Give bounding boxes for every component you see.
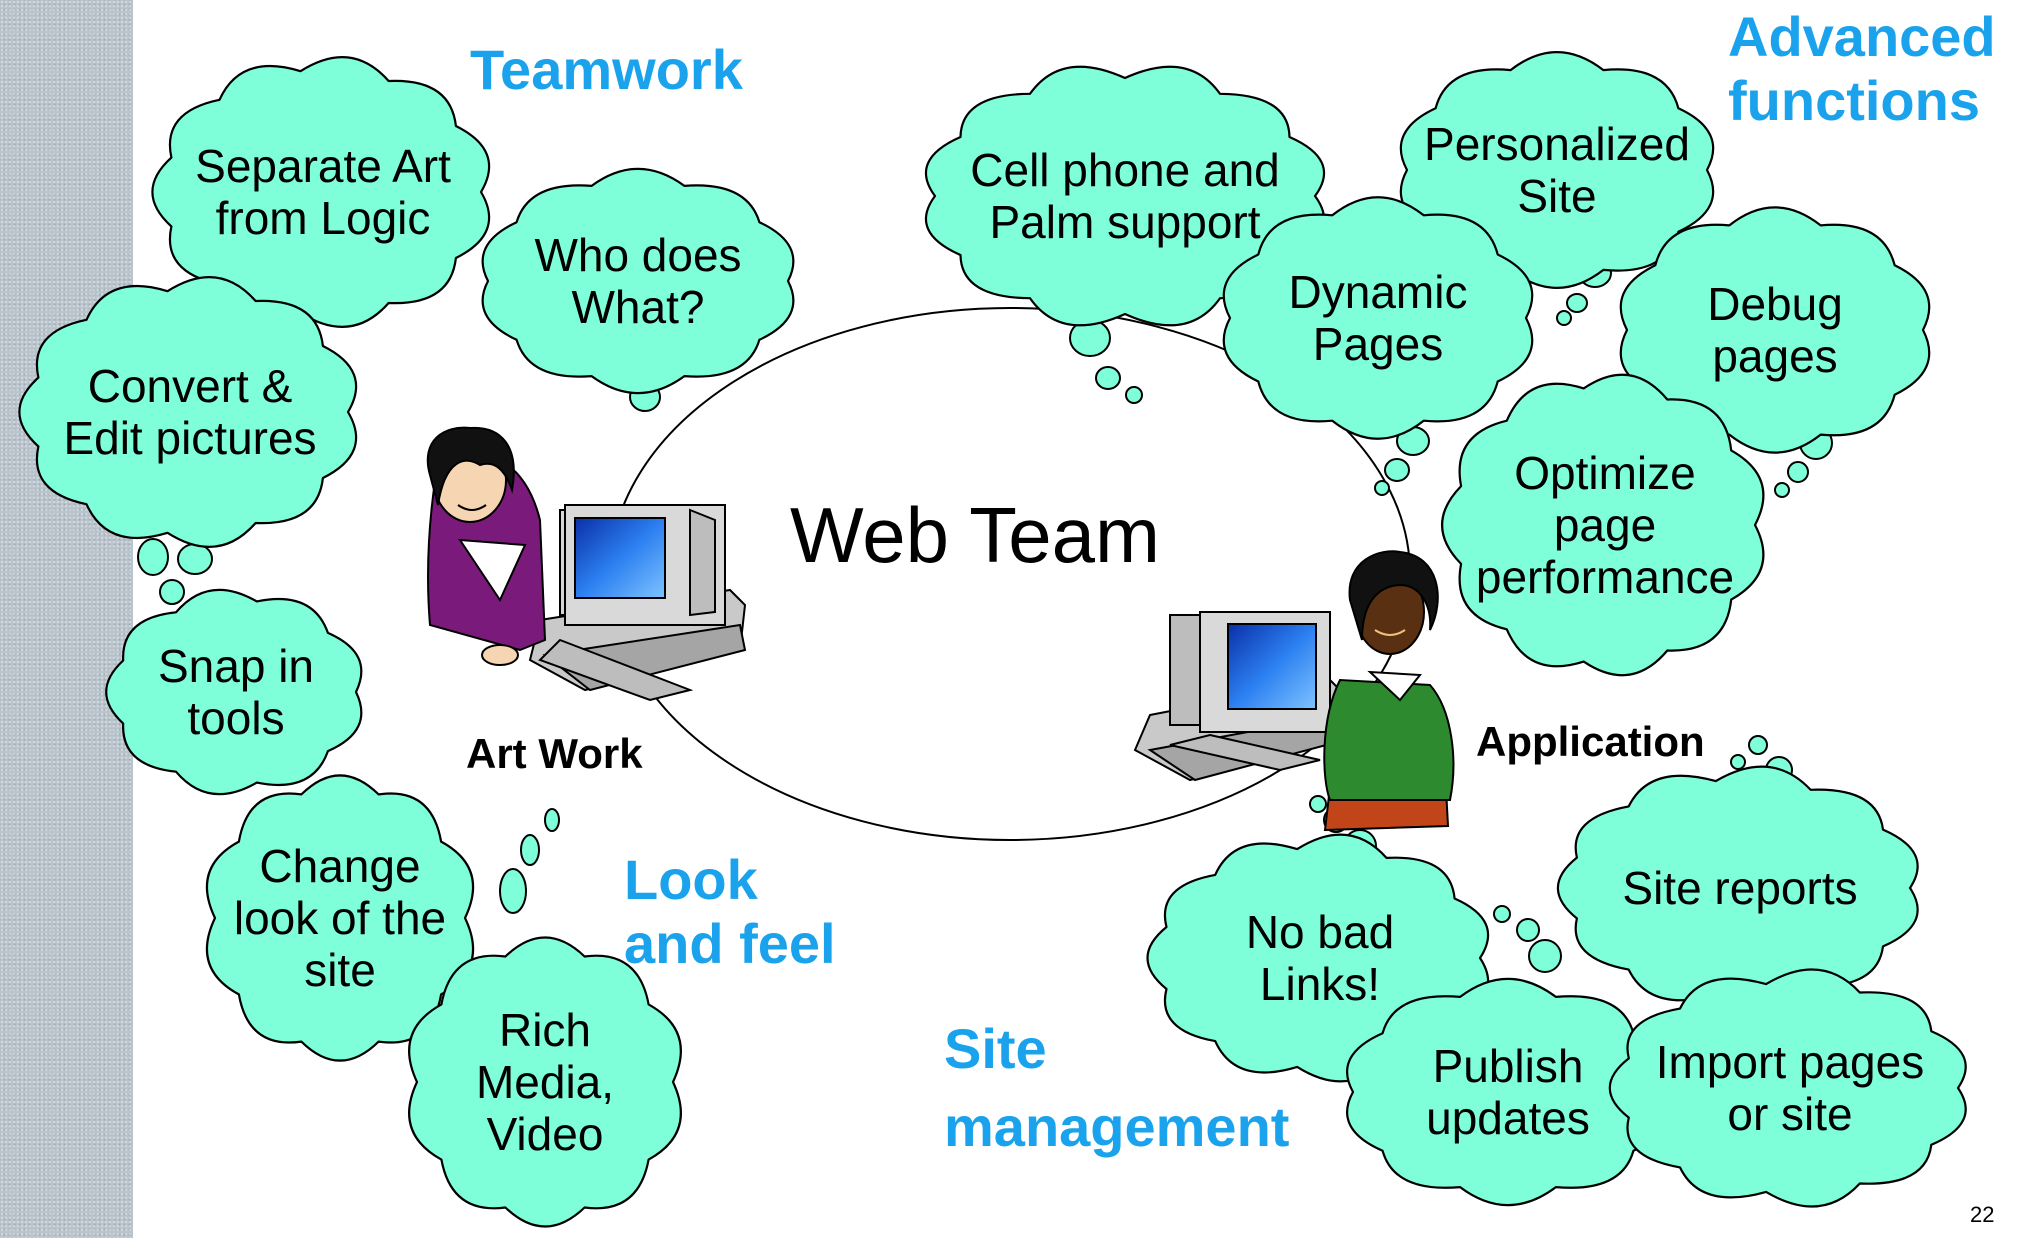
artwork-label: Art Work <box>466 730 643 777</box>
cloud-text-line: Publish <box>1433 1040 1584 1092</box>
thought-bubble <box>1556 310 1572 326</box>
cloud-text-line: Pages <box>1313 318 1443 370</box>
cloud-text-line: No bad <box>1246 906 1394 958</box>
cloud-text-line: Cell phone and <box>970 144 1279 196</box>
cloud-text-line: Dynamic <box>1289 266 1468 318</box>
thought-bubble <box>1528 939 1562 973</box>
page-number: 22 <box>1970 1202 1995 1227</box>
thought-bubble <box>499 868 527 914</box>
cloud-text-line: look of the <box>234 892 446 944</box>
cloud-text-line: Convert & <box>88 360 293 412</box>
cloud-text-line: Import pages <box>1656 1036 1924 1088</box>
right-computer <box>1133 611 1347 782</box>
application-label: Application <box>1476 718 1705 765</box>
thought-bubble <box>1787 461 1809 483</box>
thought-bubble <box>1374 480 1390 496</box>
thought-bubble <box>137 538 169 576</box>
thought-bubble <box>1566 293 1588 313</box>
cloud-text-line: Optimize <box>1514 447 1695 499</box>
cloud-text-line: Snap in <box>158 640 314 692</box>
advanced-functions-heading: Advanced functions <box>1728 5 1996 133</box>
cloud-text-line: Site <box>1517 170 1596 222</box>
cloud-convert-edit: Convert &Edit pictures <box>18 276 358 548</box>
cloud-text-line: Links! <box>1260 958 1380 1010</box>
left-computer <box>528 504 747 702</box>
thought-bubble <box>1384 458 1410 482</box>
cloud-text-line: page <box>1554 499 1656 551</box>
thought-bubble <box>1125 386 1143 404</box>
teamwork-heading: Teamwork <box>470 38 743 101</box>
cloud-text-line: Change <box>259 840 420 892</box>
site-management-heading: Site management <box>944 1010 1289 1166</box>
cloud-text-line: Video <box>487 1108 604 1160</box>
cloud-text-line: Debug <box>1707 278 1843 330</box>
heading-line: Look <box>624 848 758 911</box>
thought-bubble <box>1730 754 1746 770</box>
look-and-feel-heading: Look and feel <box>624 848 836 976</box>
cloud-text-line: What? <box>572 281 705 333</box>
cloud-text-line: Media, <box>476 1056 614 1108</box>
cloud-text-line: performance <box>1476 551 1734 603</box>
cloud-text-line: or site <box>1727 1088 1852 1140</box>
cloud-shape <box>1619 206 1931 454</box>
thought-bubble <box>520 834 540 866</box>
application-person <box>1323 550 1455 832</box>
thought-bubble <box>159 579 185 605</box>
web-team-label: Web Team <box>790 491 1160 579</box>
heading-line: Advanced <box>1728 5 1996 68</box>
thought-bubble <box>1095 366 1121 390</box>
cloud-text-line: from Logic <box>216 192 431 244</box>
cloud-text-line: site <box>304 944 376 996</box>
cloud-shape <box>924 65 1326 327</box>
thought-bubble <box>1774 482 1790 498</box>
cloud-shape <box>151 56 491 328</box>
thought-bubble <box>1309 795 1327 813</box>
cloud-shape <box>1441 373 1765 677</box>
cloud-shape <box>105 588 363 796</box>
thought-bubble <box>1493 905 1511 923</box>
cloud-text-line: Personalized <box>1424 118 1690 170</box>
cloud-text-line: updates <box>1426 1092 1590 1144</box>
heading-line: functions <box>1728 69 1980 132</box>
heading-line: and feel <box>624 912 836 975</box>
cloud-shape <box>408 936 682 1228</box>
cloud-text-line: Who does <box>534 229 741 281</box>
heading-line: Site <box>944 1017 1047 1080</box>
cloud-text-line: Site reports <box>1622 862 1857 914</box>
thought-bubble <box>544 808 560 832</box>
cloud-shape <box>1608 968 1967 1208</box>
decorative-sidebar-strip <box>0 0 133 1238</box>
cloud-text-line: Separate Art <box>195 140 451 192</box>
cloud-site-reports: Site reports <box>1556 765 1919 1011</box>
cloud-text-line: Palm support <box>989 196 1260 248</box>
cloud-shape <box>481 167 795 395</box>
artwork-person <box>426 426 547 666</box>
cloud-text-line: Rich <box>499 1004 591 1056</box>
heading-line: management <box>944 1095 1290 1158</box>
cloud-text-line: pages <box>1712 330 1837 382</box>
cloud-text-line: tools <box>187 692 284 744</box>
thought-bubble <box>1516 918 1540 942</box>
cloud-text-line: Edit pictures <box>63 412 316 464</box>
cloud-shape <box>205 774 475 1062</box>
cloud-shape <box>1222 196 1534 440</box>
thought-bubble <box>1748 735 1768 755</box>
thought-bubble <box>177 543 213 575</box>
cloud-shape <box>18 276 358 548</box>
cloud-shape <box>1345 977 1671 1207</box>
